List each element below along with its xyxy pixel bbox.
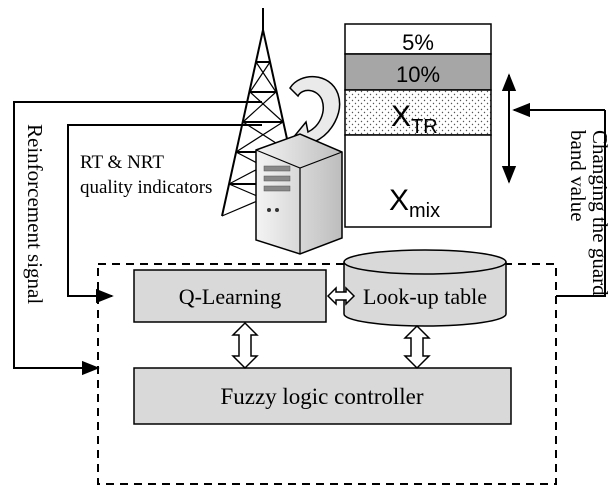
- label-5-percent: 5%: [402, 30, 434, 55]
- label-xmix: Xmix: [389, 184, 440, 222]
- server-icon: [255, 133, 343, 255]
- quality-indicators-line: [67, 124, 262, 304]
- reinforcement-signal-label: Reinforcement signal: [23, 124, 47, 304]
- lookup-table-cylinder: [343, 249, 507, 327]
- band-xtr: [344, 89, 492, 136]
- bandwidth-partition: [344, 23, 492, 228]
- controller-container: [97, 263, 557, 485]
- svg-text:band value: band value: [566, 130, 590, 222]
- quality-indicators-label-line2: quality indicators: [80, 177, 212, 198]
- svg-text:Changing the guard: Changing the guard: [588, 130, 611, 296]
- qlearning-lookup-arrow: [326, 286, 356, 306]
- guard-band-feedback-line: [556, 110, 606, 297]
- fuzzy-logic-box: [133, 367, 512, 425]
- label-xtr: XTR: [391, 100, 438, 138]
- lookup-fuzzy-arrow: [403, 324, 431, 370]
- quality-indicators-label-line1: RT & NRT: [80, 152, 164, 173]
- band-xmix: [344, 134, 492, 228]
- reinforcement-signal-line: [13, 101, 262, 376]
- qlearning-fuzzy-arrow: [231, 321, 259, 370]
- q-learning-box: [133, 269, 327, 323]
- band-10-percent: [344, 53, 492, 91]
- q-learning-label: Q-Learning: [179, 284, 282, 309]
- lookup-table-label: Look-up table: [363, 284, 487, 309]
- changing-guard-band-label: Changing the guard band value: [566, 130, 611, 296]
- fuzzy-logic-label: Fuzzy logic controller: [220, 384, 423, 409]
- svg-text:Reinforcement signal: Reinforcement signal: [23, 124, 47, 304]
- label-10-percent: 10%: [396, 62, 440, 87]
